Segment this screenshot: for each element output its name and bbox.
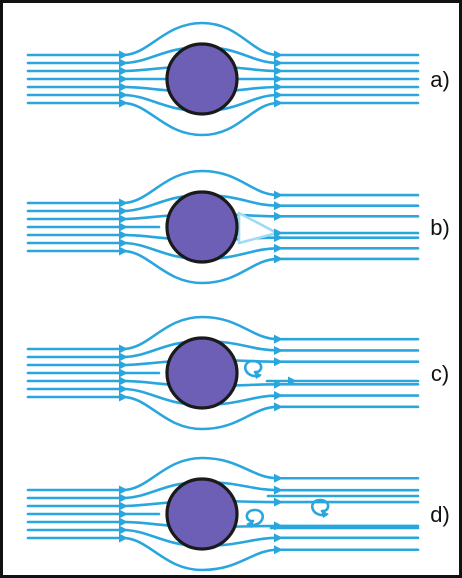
streamline-arrow <box>119 517 128 527</box>
streamline-arrow <box>119 485 128 495</box>
panel-label: b) <box>430 215 450 240</box>
streamline-arrow <box>119 98 128 108</box>
streamline-arrow <box>119 222 128 232</box>
panel-d: d) <box>26 456 450 572</box>
streamline-arrow <box>119 198 128 208</box>
near-wake-vortex-arrow <box>246 520 254 528</box>
streamline-arrow <box>274 201 283 211</box>
streamline-arrow <box>274 74 283 84</box>
cylinder <box>165 190 239 264</box>
streamline-arrow <box>119 238 128 248</box>
streamline-arrow <box>274 243 283 253</box>
panel-label: c) <box>431 361 449 386</box>
streamline-arrow <box>119 90 128 100</box>
streamline-arrow <box>119 74 128 84</box>
streamline <box>26 395 420 431</box>
streamline-arrow <box>274 473 283 483</box>
streamline-arrow <box>274 98 283 108</box>
streamline-arrow <box>274 345 283 355</box>
streamline-arrow <box>274 211 283 221</box>
streamline-arrow <box>119 509 128 519</box>
streamline-arrow <box>119 384 128 394</box>
streamline-arrow <box>119 493 128 503</box>
panel-c: c) <box>26 315 449 431</box>
streamline-arrow <box>274 90 283 100</box>
streamline-arrow <box>288 376 297 386</box>
streamline-arrow <box>119 66 128 76</box>
streamline-arrow <box>274 82 283 92</box>
streamline-arrow <box>274 254 283 264</box>
panel-label: d) <box>430 502 450 527</box>
streamline-arrow <box>119 360 128 370</box>
streamline-arrow <box>119 525 128 535</box>
streamline-arrow <box>274 228 283 238</box>
panel-b: b) <box>26 169 450 285</box>
streamline-arrow <box>119 82 128 92</box>
streamline-arrow <box>274 334 283 344</box>
streamline <box>26 101 420 137</box>
streamline <box>26 169 420 205</box>
streamline-arrow <box>274 190 283 200</box>
streamline <box>26 21 420 57</box>
streamline-arrow <box>119 246 128 256</box>
streamline-arrow <box>119 352 128 362</box>
streamline <box>26 249 420 285</box>
streamline-arrow <box>274 66 283 76</box>
streamline-arrow <box>119 230 128 240</box>
streamline <box>26 536 420 572</box>
shed-vortex <box>311 498 330 517</box>
panels-layer: a) b) c) d) <box>26 21 450 572</box>
streamline <box>26 456 420 492</box>
cylinder <box>165 42 239 116</box>
streamline-arrow <box>119 533 128 543</box>
streamline-arrow <box>119 368 128 378</box>
streamline-arrow <box>274 58 283 68</box>
streamline-arrow <box>119 501 128 511</box>
wake-region <box>237 211 279 245</box>
streamline-arrow <box>119 206 128 216</box>
attached-vortex-arrow <box>254 371 262 379</box>
attached-vortex <box>244 359 263 378</box>
streamline-arrow <box>274 50 283 60</box>
streamline-arrow <box>274 391 283 401</box>
near-wake-vortex <box>245 508 264 527</box>
streamline-arrow <box>119 392 128 402</box>
streamline <box>26 315 420 351</box>
streamline-arrow <box>274 545 283 555</box>
streamline-arrow <box>274 485 283 495</box>
streamline-arrow <box>274 533 283 543</box>
streamline-arrow <box>274 497 283 507</box>
cylinder <box>165 336 239 410</box>
cylinder <box>165 477 239 551</box>
panel-label: a) <box>430 67 450 92</box>
shed-vortex-arrow <box>321 510 329 518</box>
streamline-arrow <box>119 376 128 386</box>
streamline-arrow <box>119 214 128 224</box>
streamline-arrow <box>119 58 128 68</box>
panel-a: a) <box>26 21 450 137</box>
streamline-arrow <box>119 344 128 354</box>
streamline-arrow <box>274 402 283 412</box>
streamline-arrow <box>274 357 283 367</box>
streamline-arrow <box>119 50 128 60</box>
